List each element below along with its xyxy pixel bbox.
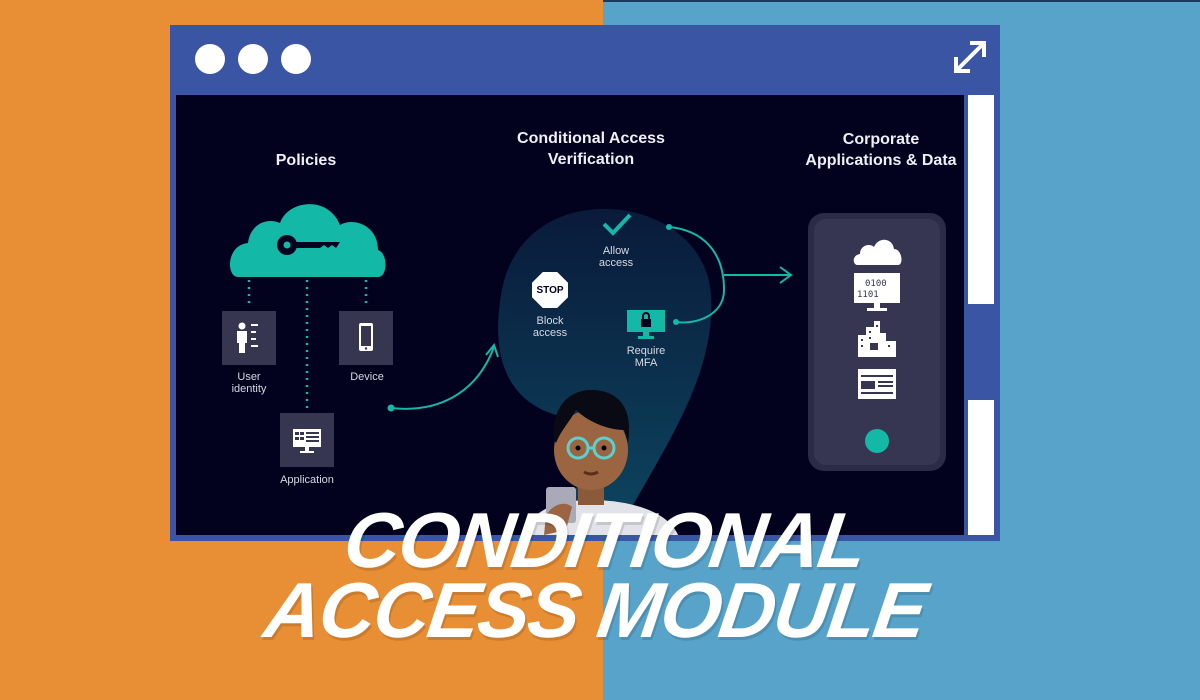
cloud-icon (853, 239, 902, 265)
verification-flow-arrows (666, 224, 793, 325)
home-button-dot (865, 429, 889, 453)
scrollbar-track-upper[interactable] (968, 95, 994, 304)
application-tile (280, 413, 334, 467)
user-identity-tile (222, 311, 276, 365)
application-label: Application (280, 474, 334, 486)
scrollbar-track-lower[interactable] (968, 400, 994, 535)
browser-window: Policies Conditional Access Verification… (170, 25, 1000, 541)
title-line1: CONDITIONAL (338, 496, 871, 584)
device-tile (339, 311, 393, 365)
smartphone-icon (359, 323, 373, 351)
corporate-header: Corporate Applications & Data (781, 129, 964, 171)
binary-monitor-icon: 0100 1101 (854, 273, 900, 311)
title-line2: ACCESS MODULE (259, 566, 931, 654)
svg-text:1101: 1101 (857, 290, 879, 300)
page-title: CONDITIONAL ACCESS MODULE (180, 496, 1020, 654)
window-dot-1[interactable] (195, 44, 225, 74)
corporate-header-line2: Applications & Data (805, 152, 957, 169)
window-dot-2[interactable] (238, 44, 268, 74)
document-layout-icon (858, 369, 896, 399)
corporate-data-inner: 0100 1101 (814, 219, 940, 465)
device-label: Device (350, 371, 384, 383)
diagram-viewport: Policies Conditional Access Verification… (176, 95, 964, 535)
person-illustration (523, 390, 678, 535)
window-controls (195, 44, 311, 74)
stop-sign-icon: STOP (532, 272, 568, 308)
buildings-icon (858, 321, 896, 357)
monitor-app-icon (293, 429, 321, 453)
expand-arrows-icon[interactable] (950, 37, 990, 77)
checkmark-icon (602, 213, 632, 236)
verification-header-line1: Conditional Access (517, 130, 665, 147)
corporate-data-panel: 0100 1101 (808, 213, 946, 471)
user-identity-icon (237, 322, 258, 353)
policies-header: Policies (275, 152, 337, 169)
verification-header-line2: Verification (547, 151, 635, 168)
policy-connectors (247, 280, 499, 413)
svg-text:0100: 0100 (865, 279, 887, 289)
policy-cloud-key-icon (229, 204, 386, 277)
window-dot-3[interactable] (281, 44, 311, 74)
corporate-header-line1: Corporate (842, 131, 920, 148)
lock-monitor-icon (627, 310, 665, 339)
verification-header: Conditional Access Verification (486, 128, 696, 170)
